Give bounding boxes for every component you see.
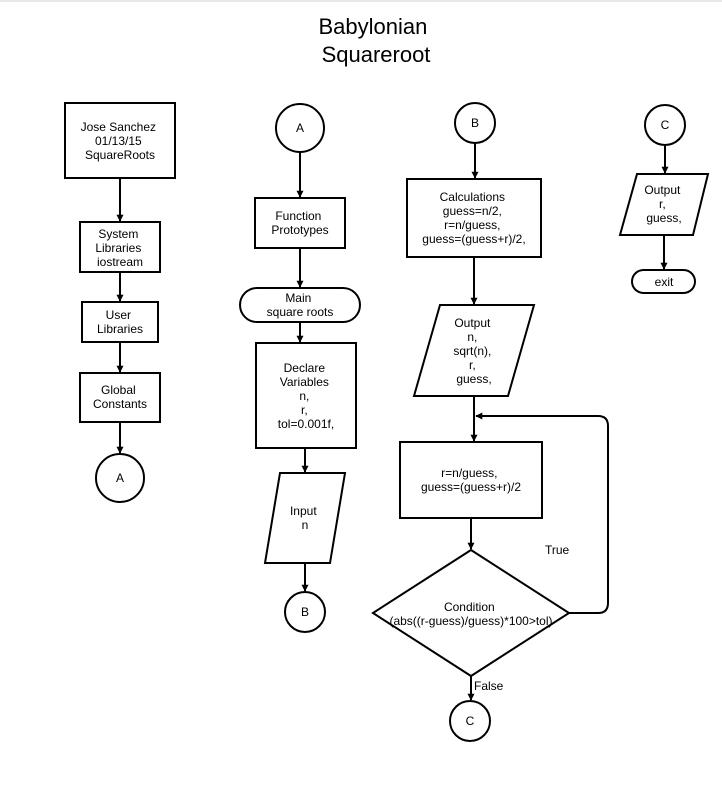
exit-label: exit [655,275,674,289]
loop-body-line-2: guess=(guess+r)/2 [421,480,521,494]
calculations-line-4: guess=(guess+r)/2, [422,232,525,246]
connector-a-in: A [275,103,325,153]
svg-text:Input n: Input n [290,504,320,532]
svg-text:Global Constants: Global Constants [93,383,147,411]
connector-a-in-label: A [296,121,304,135]
connector-a-out-label: A [116,471,124,485]
output-first-line-5: guess, [456,372,491,386]
declare-variables-line-5: tol=0.001f, [278,417,334,431]
svg-text:Output n, sqrt(n),: Output n, sqrt(n), r, guess, [453,316,494,386]
connector-c-in: C [644,104,686,146]
top-border [0,0,722,2]
connector-a-out: A [95,453,145,503]
system-libraries-line-3: iostream [97,255,143,269]
global-constants-box: Global Constants [79,372,161,423]
declare-variables-line-3: n, [299,389,309,403]
output-final-parallelogram: Output r, guess, [618,173,710,236]
calculations-line-2: guess=n/2, [443,204,502,218]
global-constants-line-1: Global [101,383,136,397]
calculations-line-3: r=n/guess, [444,218,500,232]
calculations-box: Calculations guess=n/2, r=n/guess, guess… [406,178,542,258]
svg-text:User Libraries: User Libraries [97,308,143,336]
output-final-line-3: guess, [646,211,681,225]
user-libraries-box: User Libraries [81,301,159,343]
main-terminator: Main square roots [239,287,361,323]
connector-b-in: B [454,102,496,144]
edges [116,143,669,701]
output-first-line-1: Output [454,316,491,330]
system-libraries-line-1: System [98,227,138,241]
loop-body-box: r=n/guess, guess=(guess+r)/2 [399,441,543,519]
input-parallelogram: Input n [263,472,347,564]
diagram-title: Babylonian Squareroot [319,14,434,67]
exit-terminator: exit [631,269,696,294]
output-first-line-2: n, [467,330,477,344]
function-prototypes-line-1: Function [275,209,321,223]
declare-variables-box: Declare Variables n, r, tol=0.001f, [255,342,357,449]
connector-c-out: C [449,700,491,742]
output-first-line-3: sqrt(n), [453,344,491,358]
svg-text:Function Prototypes: Function Prototypes [271,209,328,237]
output-first-parallelogram: Output n, sqrt(n), r, guess, [412,304,536,397]
edge-condition-true-loop-back [475,412,609,614]
declare-variables-line-1: Declare [284,361,326,375]
system-libraries-line-2: Libraries [95,241,141,255]
calculations-line-1: Calculations [440,190,505,204]
output-first-line-4: r, [469,358,476,372]
output-final-line-1: Output [644,183,681,197]
main-line-1: Main [285,291,311,305]
function-prototypes-line-2: Prototypes [271,223,328,237]
svg-text:Jose Sanchez 01/13/15: Jose Sanchez 01/13/15 SquareRoots [81,120,160,162]
user-libraries-line-1: User [106,308,131,322]
edge-label-false: False [474,679,504,693]
connector-b-out: B [284,591,326,633]
svg-text:Output r, guess,: Output r, guess, [644,183,683,225]
connector-b-out-label: B [301,605,309,619]
condition-decision: Condition (abs((r-guess)/guess)*100>tol) [371,548,571,678]
condition-line-1: Condition [444,600,495,614]
svg-text:Condition (abs((r-guess): Condition (abs((r-guess)/guess)*100>tol) [389,600,552,628]
svg-text:r=n/guess, guess=(guess+: r=n/guess, guess=(guess+r)/2 [421,466,521,494]
svg-text:Main square roots: Main square roots [267,291,334,319]
connector-c-in-label: C [661,118,670,132]
system-libraries-box: System Libraries iostream [79,221,161,273]
connector-c-out-label: C [466,714,475,728]
function-prototypes-box: Function Prototypes [254,197,346,249]
condition-line-2: (abs((r-guess)/guess)*100>tol) [389,614,552,628]
svg-text:System Libraries i: System Libraries iostream [95,227,144,269]
svg-text:Declare Variables: Declare Variables n, r, tol=0.001f, [278,361,334,431]
header-date: 01/13/15 [95,134,142,148]
header-author: Jose Sanchez [81,120,156,134]
user-libraries-line-2: Libraries [97,322,143,336]
edge-label-true: True [545,543,570,557]
header-box: Jose Sanchez 01/13/15 SquareRoots [64,102,176,179]
global-constants-line-2: Constants [93,397,147,411]
header-program: SquareRoots [85,148,155,162]
input-line-2: n [302,518,309,532]
main-line-2: square roots [267,305,334,319]
declare-variables-line-2: Variables [280,375,329,389]
connector-b-in-label: B [471,116,479,130]
title-line-1: Babylonian [319,14,428,39]
declare-variables-line-4: r, [301,403,308,417]
title-line-2: Squareroot [322,42,431,67]
output-final-line-2: r, [659,197,666,211]
input-line-1: Input [290,504,317,518]
loop-body-line-1: r=n/guess, [441,466,497,480]
svg-text:Calculations guess=n/2,: Calculations guess=n/2, r=n/guess, guess… [422,190,525,246]
